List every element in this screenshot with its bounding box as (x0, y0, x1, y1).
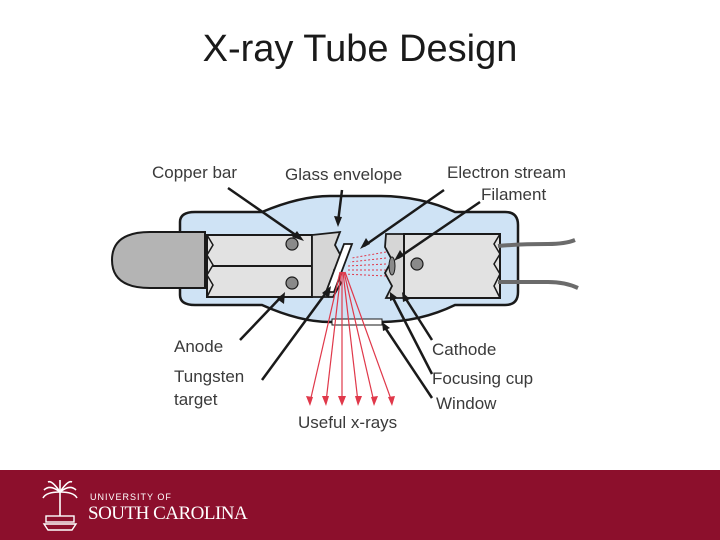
label-electron-stream: Electron stream (447, 163, 566, 182)
tungsten-target (324, 243, 354, 293)
leader-arrowheads (277, 216, 410, 331)
anode-cap (110, 231, 206, 289)
cathode-wire (497, 238, 576, 248)
label-tungsten: Tungsten (174, 367, 244, 386)
leader-lines (227, 186, 481, 399)
screw (410, 257, 424, 271)
south-carolina-text: SOUTH CAROLINA (88, 503, 248, 524)
slide-title: X-ray Tube Design (202, 28, 518, 70)
label-glass-envelope: Glass envelope (285, 165, 402, 184)
xray-tube-diagram: Copper bar Glass envelope Electron strea… (110, 163, 579, 432)
xray-arrowheads (306, 396, 395, 406)
filament (388, 256, 396, 276)
label-target: target (174, 390, 218, 409)
window (331, 318, 383, 326)
label-window: Window (436, 394, 497, 413)
cathode-wire (497, 279, 579, 290)
footer-bar: UNIVERSITY OF SOUTH CAROLINA (0, 470, 720, 540)
label-copper-bar: Copper bar (152, 163, 237, 182)
label-cathode: Cathode (432, 340, 496, 359)
label-anode: Anode (174, 337, 223, 356)
electron-stream (343, 251, 387, 277)
screw (285, 237, 299, 251)
label-filament: Filament (481, 185, 546, 204)
label-focusing-cup: Focusing cup (432, 369, 533, 388)
screw (285, 276, 299, 290)
palmetto-seal-icon (42, 480, 78, 531)
label-useful-xrays: Useful x-rays (298, 413, 397, 432)
university-of-text: UNIVERSITY OF (90, 492, 172, 502)
useful-xrays (309, 271, 393, 403)
